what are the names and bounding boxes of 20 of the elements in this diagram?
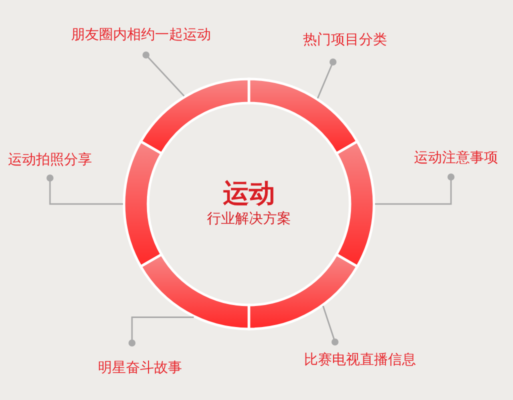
- ring-segment: [335, 140, 376, 268]
- leader-line: [142, 52, 185, 96]
- ring-segment: [248, 253, 358, 330]
- item-label: 朋友圈内相约一起运动: [71, 26, 211, 44]
- leader-line: [375, 174, 454, 205]
- item-label: 明星奋斗故事: [98, 359, 182, 377]
- ring-segment: [248, 78, 358, 155]
- leader-line: [128, 316, 194, 346]
- ring-segment: [122, 140, 163, 268]
- leader-line: [316, 58, 336, 99]
- item-label: 运动拍照分享: [8, 151, 92, 169]
- leader-line: [46, 174, 123, 205]
- ring-segment: [140, 78, 250, 155]
- center-subtitle: 行业解决方案: [207, 210, 291, 228]
- center-title: 运动: [222, 178, 276, 210]
- leader-line: [322, 306, 338, 346]
- item-label: 运动注意事项: [414, 149, 498, 167]
- item-label: 热门项目分类: [303, 31, 387, 49]
- item-label: 比赛电视直播信息: [304, 351, 416, 369]
- ring-segment: [140, 253, 250, 330]
